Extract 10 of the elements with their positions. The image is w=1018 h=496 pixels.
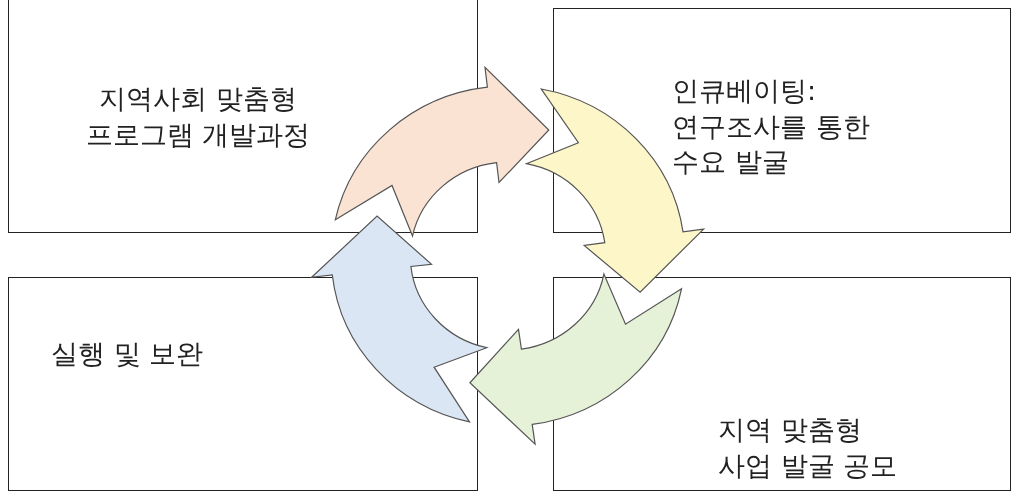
process-box xyxy=(8,0,478,233)
curved-block-arrow xyxy=(525,88,705,293)
box-label: 지역 맞춤형 사업 발굴 공모 xyxy=(718,413,899,483)
process-box xyxy=(553,277,1011,491)
box-label: 실행 및 보완 xyxy=(51,337,205,371)
curved-block-arrow xyxy=(334,66,550,237)
box-label: 인큐베이팅: 연구조사를 통한 수요 발굴 xyxy=(672,74,871,180)
box-label: 지역사회 맞춤형 프로그램 개발과정 xyxy=(84,82,312,152)
curved-block-arrow xyxy=(311,215,488,423)
curved-block-arrow xyxy=(469,273,683,445)
